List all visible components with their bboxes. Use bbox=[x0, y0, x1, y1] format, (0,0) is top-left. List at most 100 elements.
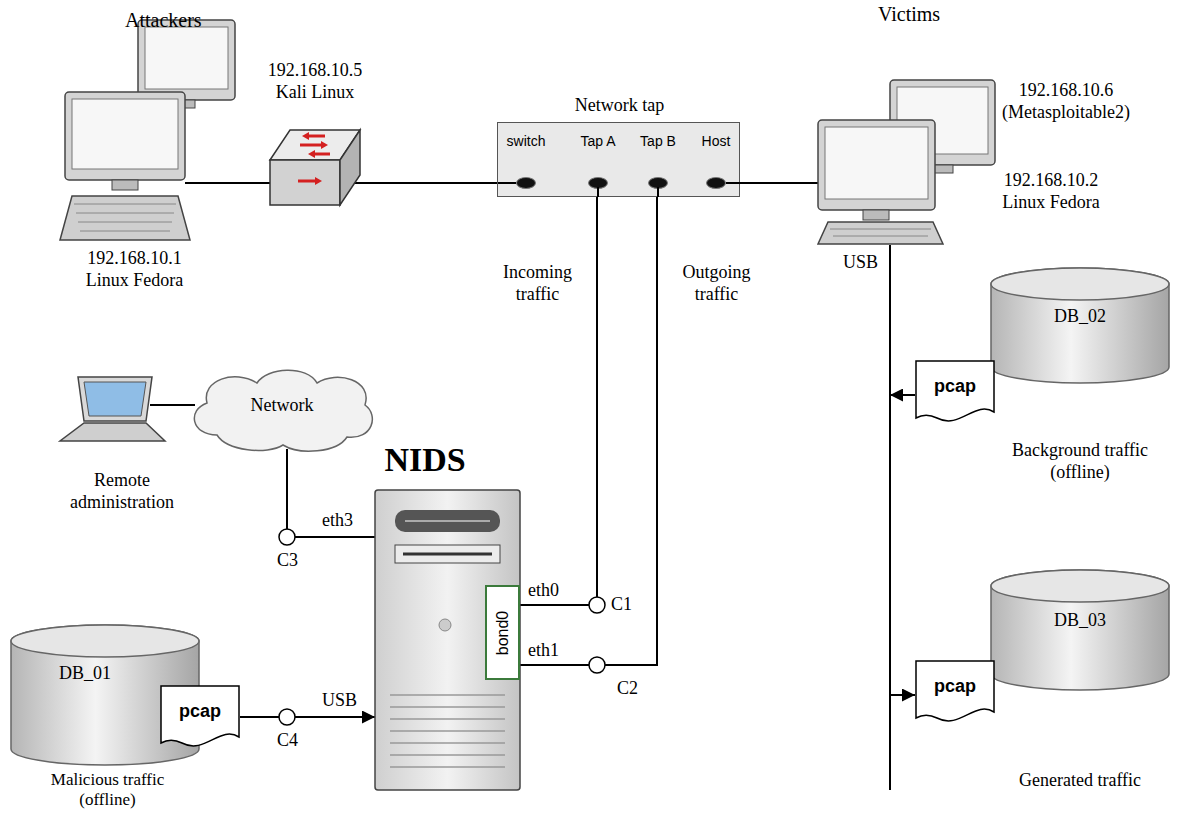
node-pcap-document: pcap bbox=[160, 685, 240, 750]
keyboard bbox=[818, 222, 943, 244]
monitor-screen bbox=[825, 127, 928, 199]
connector-line bbox=[355, 182, 497, 184]
keyboard-keys bbox=[833, 236, 928, 237]
node-label: 192.168.10.1 Linux Fedora bbox=[72, 248, 197, 291]
drive-slot bbox=[405, 520, 490, 522]
computer-icon bbox=[50, 20, 240, 245]
connector-line bbox=[890, 694, 915, 696]
node-database-cylinder: DB_01Malicious traffic (offline)pcap bbox=[10, 625, 200, 765]
connector-circle bbox=[279, 529, 295, 545]
power-button bbox=[439, 619, 451, 631]
drive-bay bbox=[395, 545, 500, 563]
port-label: Tap A bbox=[573, 133, 623, 150]
text-label: Attackers bbox=[125, 8, 202, 32]
document-shape bbox=[916, 661, 994, 721]
text-label: C3 bbox=[277, 550, 298, 572]
monitor-frame bbox=[138, 20, 235, 100]
text-label: USB bbox=[322, 690, 357, 712]
connector-line bbox=[520, 197, 597, 605]
node-label: pcap bbox=[915, 676, 995, 698]
keyboard-keys bbox=[78, 222, 172, 223]
switch-arrow bbox=[300, 144, 323, 147]
port-socket bbox=[706, 177, 726, 189]
text-label: C4 bbox=[277, 730, 298, 752]
text-label: eth0 bbox=[528, 580, 559, 602]
port-label: Host bbox=[691, 133, 741, 150]
vent-line bbox=[390, 694, 505, 696]
node-label: DB_02 bbox=[1020, 306, 1140, 328]
switch-icon bbox=[270, 125, 360, 210]
vent-line bbox=[390, 754, 505, 756]
switch-arrow bbox=[298, 180, 317, 183]
document-shape bbox=[916, 361, 994, 421]
tap-wire bbox=[597, 187, 599, 197]
connector-circle bbox=[589, 657, 605, 673]
switch-arrow-head bbox=[321, 141, 328, 149]
vent-line bbox=[390, 706, 505, 708]
node-caption: Generated traffic bbox=[990, 770, 1170, 792]
text-label: USB bbox=[843, 252, 878, 274]
connector-line bbox=[240, 182, 270, 184]
keyboard-keys bbox=[830, 229, 931, 230]
node-server-icon: NIDS bond0 bbox=[375, 440, 520, 790]
monitor-frame bbox=[65, 92, 185, 180]
edge-label: Incoming traffic bbox=[490, 262, 585, 305]
node-label: DB_01 bbox=[25, 663, 145, 685]
node-label: pcap bbox=[160, 701, 240, 723]
node-switch-icon: 192.168.10.5 Kali Linux bbox=[250, 60, 380, 210]
connector-line bbox=[240, 716, 375, 718]
port-label: switch bbox=[501, 133, 551, 150]
switch-arrow-head bbox=[302, 132, 309, 140]
switch-arrow bbox=[313, 153, 330, 156]
cylinder-top bbox=[991, 570, 1169, 602]
node-label: Network bbox=[187, 395, 377, 417]
bond-label: bond0 bbox=[493, 610, 512, 655]
edge-label: Outgoing traffic bbox=[669, 262, 764, 305]
vent-line bbox=[390, 718, 505, 720]
usb-bus-line bbox=[889, 245, 891, 790]
connector-line bbox=[150, 404, 195, 406]
node-pcap-document: pcap bbox=[915, 660, 995, 725]
laptop-screen bbox=[84, 382, 146, 416]
monitor-screen bbox=[145, 27, 228, 89]
monitor-stand bbox=[112, 180, 138, 190]
connector-line bbox=[890, 394, 915, 396]
node-computer-icon: 192.168.10.1 Linux Fedora bbox=[50, 20, 240, 290]
drive-bay bbox=[395, 510, 500, 532]
network-cable bbox=[185, 182, 240, 184]
keyboard bbox=[60, 196, 190, 240]
text-label: eth1 bbox=[528, 640, 559, 662]
node-computer-icon: 192.168.10.6 (Metasploitable2)192.168.10… bbox=[818, 75, 1148, 245]
tap-wire bbox=[726, 182, 740, 184]
laptop-lid bbox=[78, 377, 152, 421]
laptop-base bbox=[60, 423, 165, 441]
text-label: eth3 bbox=[322, 510, 353, 532]
node-label: NIDS bbox=[375, 440, 475, 481]
switch-arrow bbox=[307, 135, 325, 138]
drive-slot bbox=[403, 553, 492, 556]
server-body bbox=[375, 490, 520, 790]
tap-heading: Network tap bbox=[468, 95, 771, 117]
monitor-stand bbox=[863, 210, 889, 220]
monitor-screen bbox=[72, 99, 178, 169]
computer-icon bbox=[818, 75, 1003, 245]
connector-line bbox=[287, 449, 375, 537]
switch-arrow-head bbox=[308, 150, 315, 158]
text-label: C2 bbox=[617, 678, 638, 700]
keyboard-keys bbox=[80, 231, 170, 232]
keyboard-keys bbox=[76, 213, 174, 214]
node-label: pcap bbox=[915, 376, 995, 398]
node-caption: 192.168.10.2 Linux Fedora bbox=[986, 170, 1116, 213]
node-network-cloud: Network bbox=[187, 365, 377, 453]
switch-arrow-head bbox=[315, 177, 322, 185]
connector-line bbox=[740, 182, 818, 184]
vent-line bbox=[390, 730, 505, 732]
node-bond-interface: bond0 bbox=[485, 585, 520, 680]
monitor-frame bbox=[818, 120, 935, 210]
tap-wire bbox=[657, 187, 659, 197]
connector-circle bbox=[279, 709, 295, 725]
node-database-cylinder: DB_02Background traffic (offline)pcap bbox=[990, 268, 1170, 383]
port-socket bbox=[516, 177, 536, 189]
node-laptop-icon: Remote administration bbox=[55, 372, 190, 512]
